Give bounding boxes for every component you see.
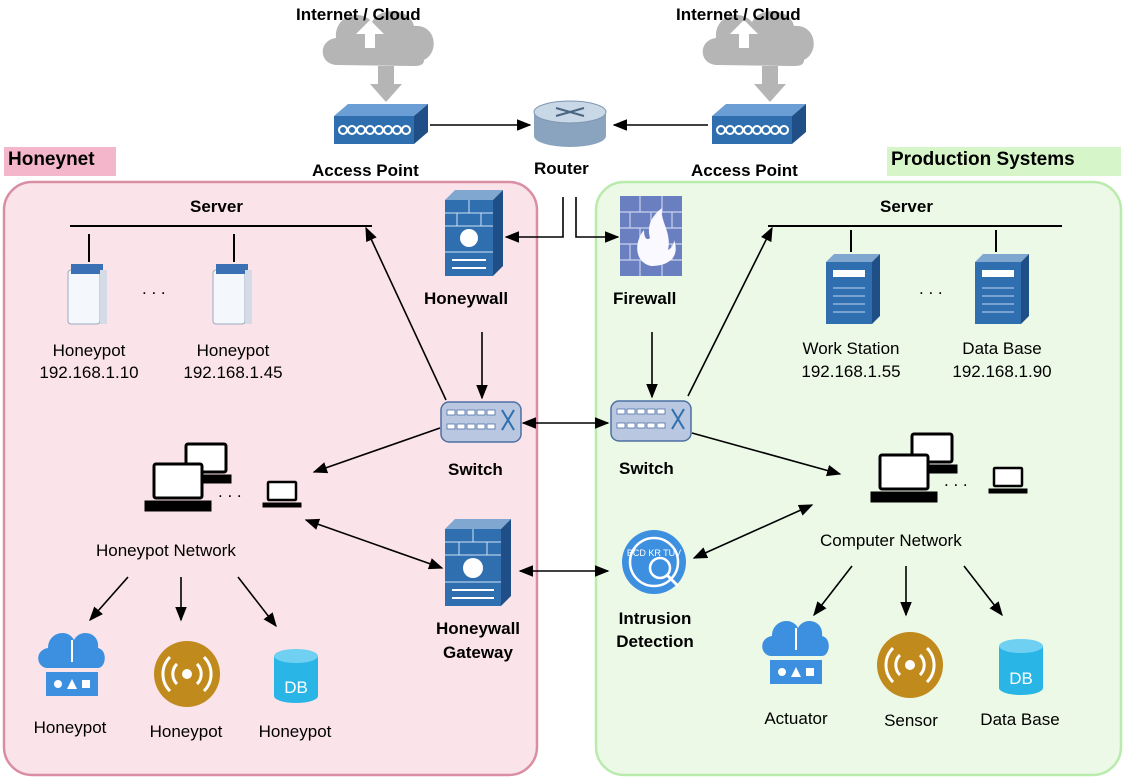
workstation-ip: 192.168.1.55 bbox=[801, 362, 901, 381]
honeypot-2-name: Honeypot bbox=[196, 341, 270, 360]
actuator-icon bbox=[762, 621, 829, 684]
switch-icon bbox=[610, 400, 692, 442]
honeypot-2-ip: 192.168.1.45 bbox=[183, 363, 283, 382]
arrow bbox=[687, 226, 773, 397]
server-tower-icon bbox=[67, 264, 107, 325]
ids-label-2: Detection bbox=[616, 632, 694, 651]
access-point-right-label: Access Point bbox=[691, 161, 798, 180]
honeypot-network-dots: . . . bbox=[218, 482, 242, 501]
honeywall-gateway-label-1: Honeywall bbox=[435, 619, 521, 638]
honeywall-gateway-label-2: Gateway bbox=[443, 643, 513, 662]
arrow bbox=[312, 427, 441, 474]
arrow bbox=[365, 226, 447, 401]
sensor-icon bbox=[877, 632, 943, 698]
computer-network-icon bbox=[144, 442, 302, 512]
router-icon bbox=[533, 100, 607, 147]
arrow bbox=[813, 565, 853, 617]
computer-network-icon bbox=[870, 432, 1028, 503]
arrow bbox=[691, 432, 842, 477]
computer-network-label: Computer Network bbox=[820, 530, 962, 552]
arrow bbox=[304, 518, 444, 570]
honeywall-gateway-icon bbox=[445, 519, 511, 606]
server-label-left: Server bbox=[190, 197, 243, 216]
honeywall-label: Honeywall bbox=[424, 289, 509, 308]
server-dots-right: . . . bbox=[919, 279, 943, 298]
honeynet-tag: Honeynet bbox=[8, 149, 95, 170]
honeypot-1-ip: 192.168.1.10 bbox=[39, 363, 139, 382]
switch-icon bbox=[440, 401, 522, 443]
intrusion-detection-icon: BCD KR TUV bbox=[622, 530, 686, 594]
server-dots-left: . . . bbox=[142, 279, 166, 298]
sensor-label: Sensor bbox=[884, 711, 938, 730]
router-label: Router bbox=[534, 159, 589, 178]
honeynet-tag-bg bbox=[4, 147, 116, 176]
arrow bbox=[575, 197, 620, 243]
iot-honeypot-3-label: Honeypot bbox=[258, 722, 332, 741]
database-name: Data Base bbox=[962, 339, 1042, 358]
database-icon: DB bbox=[274, 649, 318, 703]
production-tag-bg bbox=[887, 147, 1121, 176]
cloud-device-icon bbox=[38, 633, 105, 696]
cloud-icon bbox=[322, 11, 434, 102]
access-point-left-label: Access Point bbox=[312, 161, 419, 180]
production-zone bbox=[594, 180, 1123, 777]
honeynet-zone bbox=[2, 180, 539, 777]
computer-network-dots: . . . bbox=[944, 471, 968, 490]
switch-left-label: Switch bbox=[448, 460, 503, 479]
ids-glyphs: BCD KR TUV bbox=[627, 548, 681, 558]
access-point-icon bbox=[712, 104, 806, 144]
workstation-tower-icon bbox=[826, 254, 880, 324]
database-ip: 192.168.1.90 bbox=[952, 362, 1052, 381]
cloud-label-left: Internet / Cloud bbox=[296, 5, 421, 24]
workstation-name: Work Station bbox=[802, 339, 900, 358]
cloud-icon bbox=[702, 11, 814, 102]
iot-honeypot-1-label: Honeypot bbox=[33, 718, 107, 737]
honeypot-network-label: Honeypot Network bbox=[96, 540, 236, 562]
db-text: DB bbox=[284, 678, 308, 697]
arrow bbox=[237, 576, 277, 628]
database-icon: DB bbox=[999, 639, 1043, 695]
arrow bbox=[963, 565, 1003, 617]
access-point-icon bbox=[334, 104, 428, 144]
honeywall-icon bbox=[445, 190, 503, 276]
data-base-iot-label: Data Base bbox=[980, 710, 1060, 729]
actuator-label: Actuator bbox=[764, 709, 828, 728]
cloud-label-right: Internet / Cloud bbox=[676, 5, 801, 24]
ids-label-1: Intrusion bbox=[618, 609, 692, 628]
arrow bbox=[89, 576, 129, 622]
firewall-icon bbox=[620, 196, 682, 276]
switch-right-label: Switch bbox=[619, 459, 674, 478]
db-text: DB bbox=[1009, 669, 1033, 688]
arrow bbox=[504, 197, 564, 243]
server-tower-icon bbox=[212, 264, 252, 325]
server-label-right: Server bbox=[880, 197, 933, 216]
iot-honeypot-2-label: Honeypot bbox=[149, 722, 223, 741]
sensor-icon bbox=[154, 641, 220, 707]
production-tag: Production Systems bbox=[891, 149, 1075, 170]
firewall-label: Firewall bbox=[613, 289, 677, 308]
database-server-icon bbox=[975, 254, 1029, 324]
honeypot-1-name: Honeypot bbox=[52, 341, 126, 360]
arrow bbox=[692, 504, 814, 559]
